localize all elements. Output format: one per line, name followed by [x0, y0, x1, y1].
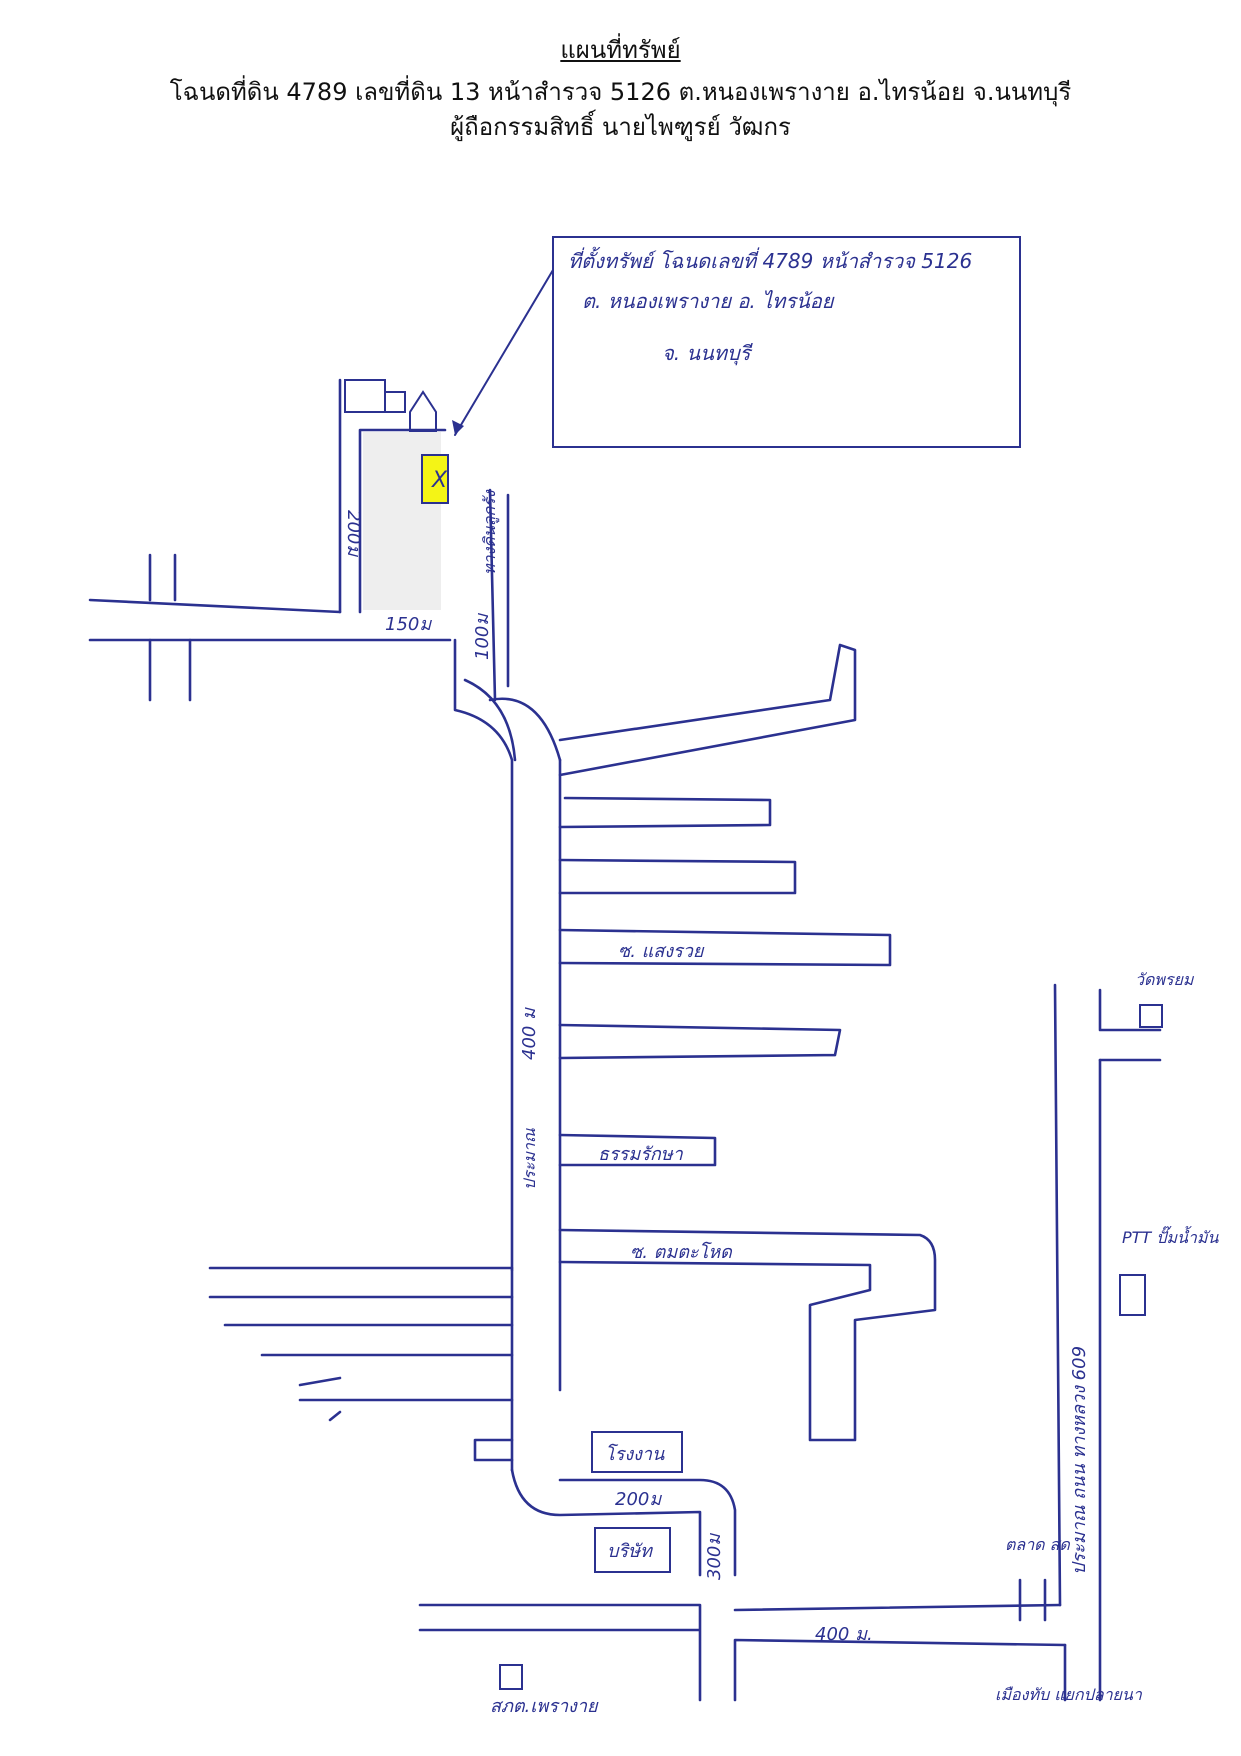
callout-arrowhead — [452, 420, 464, 435]
label-dist-200-bottom: 200ม — [615, 1489, 662, 1510]
label-approx: ประมาณ — [520, 1128, 539, 1190]
label-dist-150: 150ม — [385, 614, 432, 635]
main-road-top — [453, 638, 562, 1272]
connector-road — [510, 1468, 737, 1577]
owner-info: ผู้ถือกรรมสิทธิ์ นายไพฑูรย์ วัฒกร — [450, 113, 791, 141]
callout-line-1: ที่ตั้งทรัพย์ โฉนดเลขที่ 4789 หน้าสำรวจ … — [568, 246, 972, 273]
label-soi-c: ซ. ตมตะโหด — [630, 1241, 733, 1263]
label-temple: วัดพรยม — [1135, 970, 1195, 989]
factory-box — [591, 1431, 683, 1473]
highway-609 — [1053, 983, 1102, 1702]
ptt-box — [1119, 1274, 1146, 1316]
label-soi-a: ซ. แสงรวย — [618, 941, 705, 962]
company-box — [594, 1527, 671, 1573]
left-streets-arrow — [298, 1376, 514, 1422]
temple-box — [1139, 1004, 1163, 1028]
header: แผนที่ทรัพย์ โฉนดที่ดิน 4789 เลขที่ดิน 1… — [0, 30, 1241, 145]
label-soi-b: ธรรมรักษา — [598, 1144, 684, 1165]
label-dist-400-bottom: 400 ม. — [815, 1624, 873, 1645]
label-municipality: เมืองทับ แยกปลายนา — [995, 1685, 1143, 1704]
label-highway: ประมาณ ถนน ทางหลวง 609 — [1069, 1346, 1090, 1575]
building-icon-small — [384, 391, 406, 413]
main-road-curve — [463, 678, 517, 762]
bottom-road — [418, 1603, 1067, 1702]
page-title: แผนที่ทรัพย์ — [560, 36, 681, 64]
callout-pointer — [454, 269, 554, 436]
callout-line-2: ต. หนองเพรางาย อ. ไทรน้อย — [582, 289, 835, 313]
callout-line-3: จ. นนทบุรี — [662, 341, 753, 366]
side-street-3 — [558, 928, 892, 967]
label-dirt-road: ทางดินลูกรัง — [480, 489, 500, 575]
temple-road — [1098, 988, 1162, 1062]
property-marker-label: X — [431, 468, 448, 493]
house-icon — [409, 390, 437, 433]
label-dist-400-vertical: 400 ม — [519, 1007, 540, 1060]
side-street-1 — [558, 796, 772, 829]
property-marker — [421, 454, 449, 504]
street-thammaraksa — [558, 1133, 717, 1167]
property-road — [338, 378, 447, 614]
side-street-2 — [558, 858, 797, 895]
building-icon — [344, 379, 386, 413]
label-dist-100: 100ม — [472, 613, 493, 660]
left-streets — [208, 1266, 514, 1357]
side-street-4 — [558, 1023, 842, 1060]
label-factory: โรงงาน — [605, 1443, 665, 1465]
dirt-road — [488, 488, 510, 702]
police-box — [499, 1664, 523, 1690]
street-winding — [558, 1228, 937, 1442]
callout-box — [552, 236, 1021, 448]
label-company: บริษัท — [607, 1541, 654, 1562]
label-ptt: PTT ปั๊มน้ำมัน — [1122, 1226, 1219, 1247]
market-lines — [1018, 1578, 1047, 1622]
branch-upper-right — [558, 643, 857, 777]
label-dist-200: 200ม — [343, 510, 364, 557]
label-police: สภต.เพรางาย — [490, 1696, 599, 1717]
label-dist-300: 300ม — [704, 1533, 725, 1580]
label-market: ตลาด สด — [1005, 1535, 1071, 1554]
left-stub — [473, 1438, 514, 1462]
canal-bridge — [148, 553, 192, 702]
deed-info: โฉนดที่ดิน 4789 เลขที่ดิน 13 หน้าสำรวจ 5… — [169, 78, 1072, 106]
